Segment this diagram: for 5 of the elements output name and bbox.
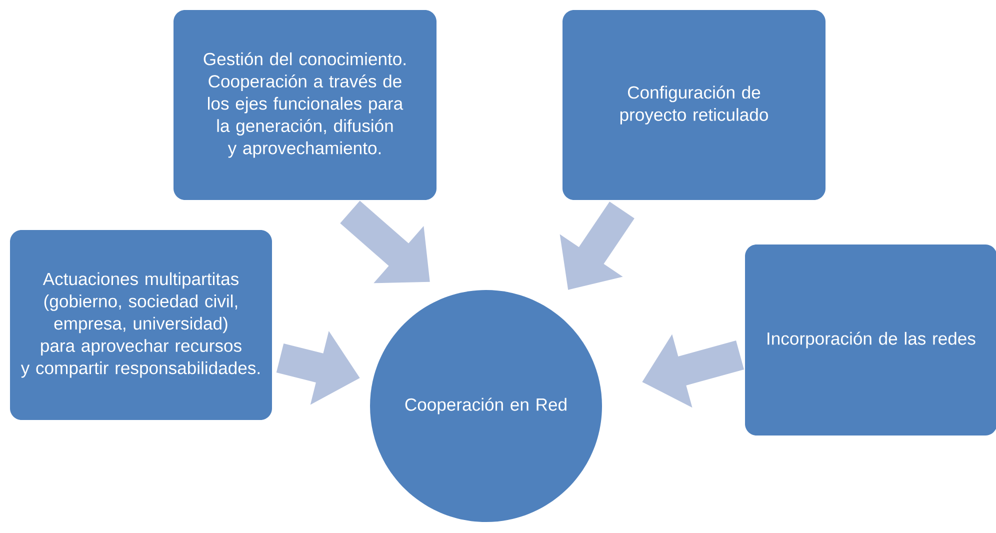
text-box: Configuración de proyecto reticulado	[562, 10, 826, 200]
text-box: Actuaciones multipartitas (gobierno, sociedad civil, empresa, universidad) para aprovechar recursos y compartir responsabilidades.	[10, 230, 272, 420]
circle-node: Cooperación en Red	[370, 290, 602, 522]
text-box: Incorporación de las redes	[745, 244, 996, 436]
text-box: Gestión del conocimiento. Cooperación a través de los ejes funcionales para la generación, difusión y aprovechamiento.	[174, 10, 436, 200]
